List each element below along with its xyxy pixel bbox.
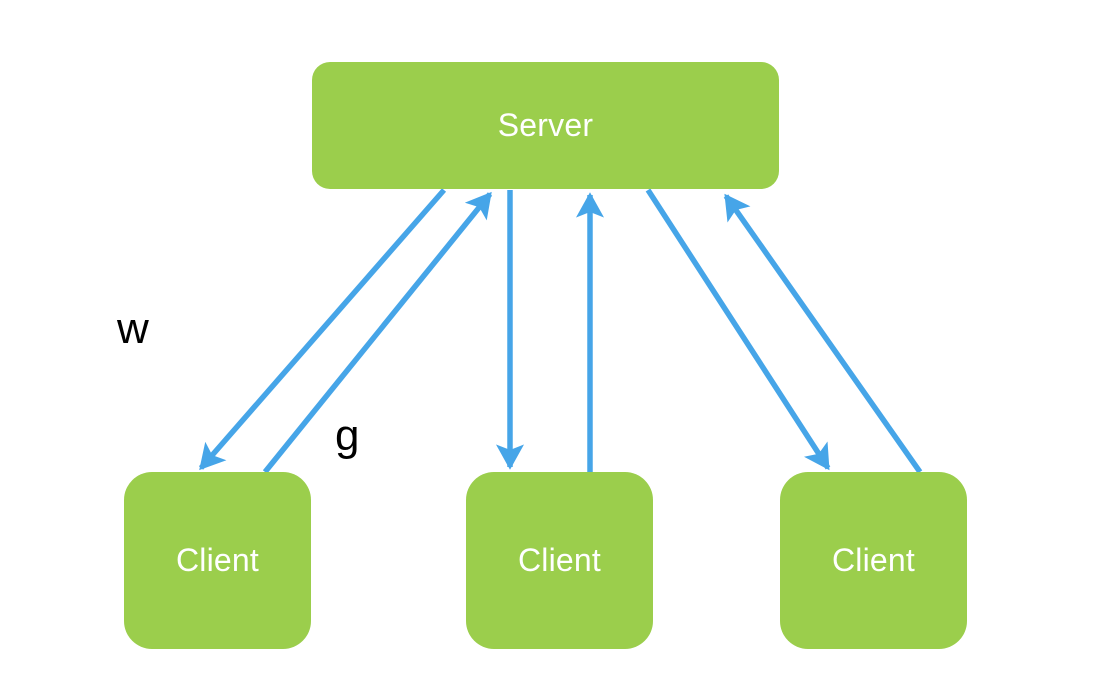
edge-label-weights: w xyxy=(117,304,149,353)
server-node[interactable]: Server xyxy=(312,62,779,189)
edge-client-1-to-server xyxy=(262,191,493,474)
client-node-2[interactable]: Client xyxy=(466,472,653,649)
client-node-2-label: Client xyxy=(517,542,601,578)
server-node-label: Server xyxy=(497,107,594,143)
client-node-3-label: Client xyxy=(831,542,915,578)
client-node-1-label: Client xyxy=(175,542,259,578)
client-node-3[interactable]: Client xyxy=(780,472,967,649)
edge-server-to-client-3 xyxy=(645,188,831,471)
edge-label-gradients: g xyxy=(335,411,360,460)
edge-client-3-to-server xyxy=(723,193,923,474)
client-node-1[interactable]: Client xyxy=(124,472,311,649)
edge-server-to-client-1 xyxy=(198,188,447,471)
